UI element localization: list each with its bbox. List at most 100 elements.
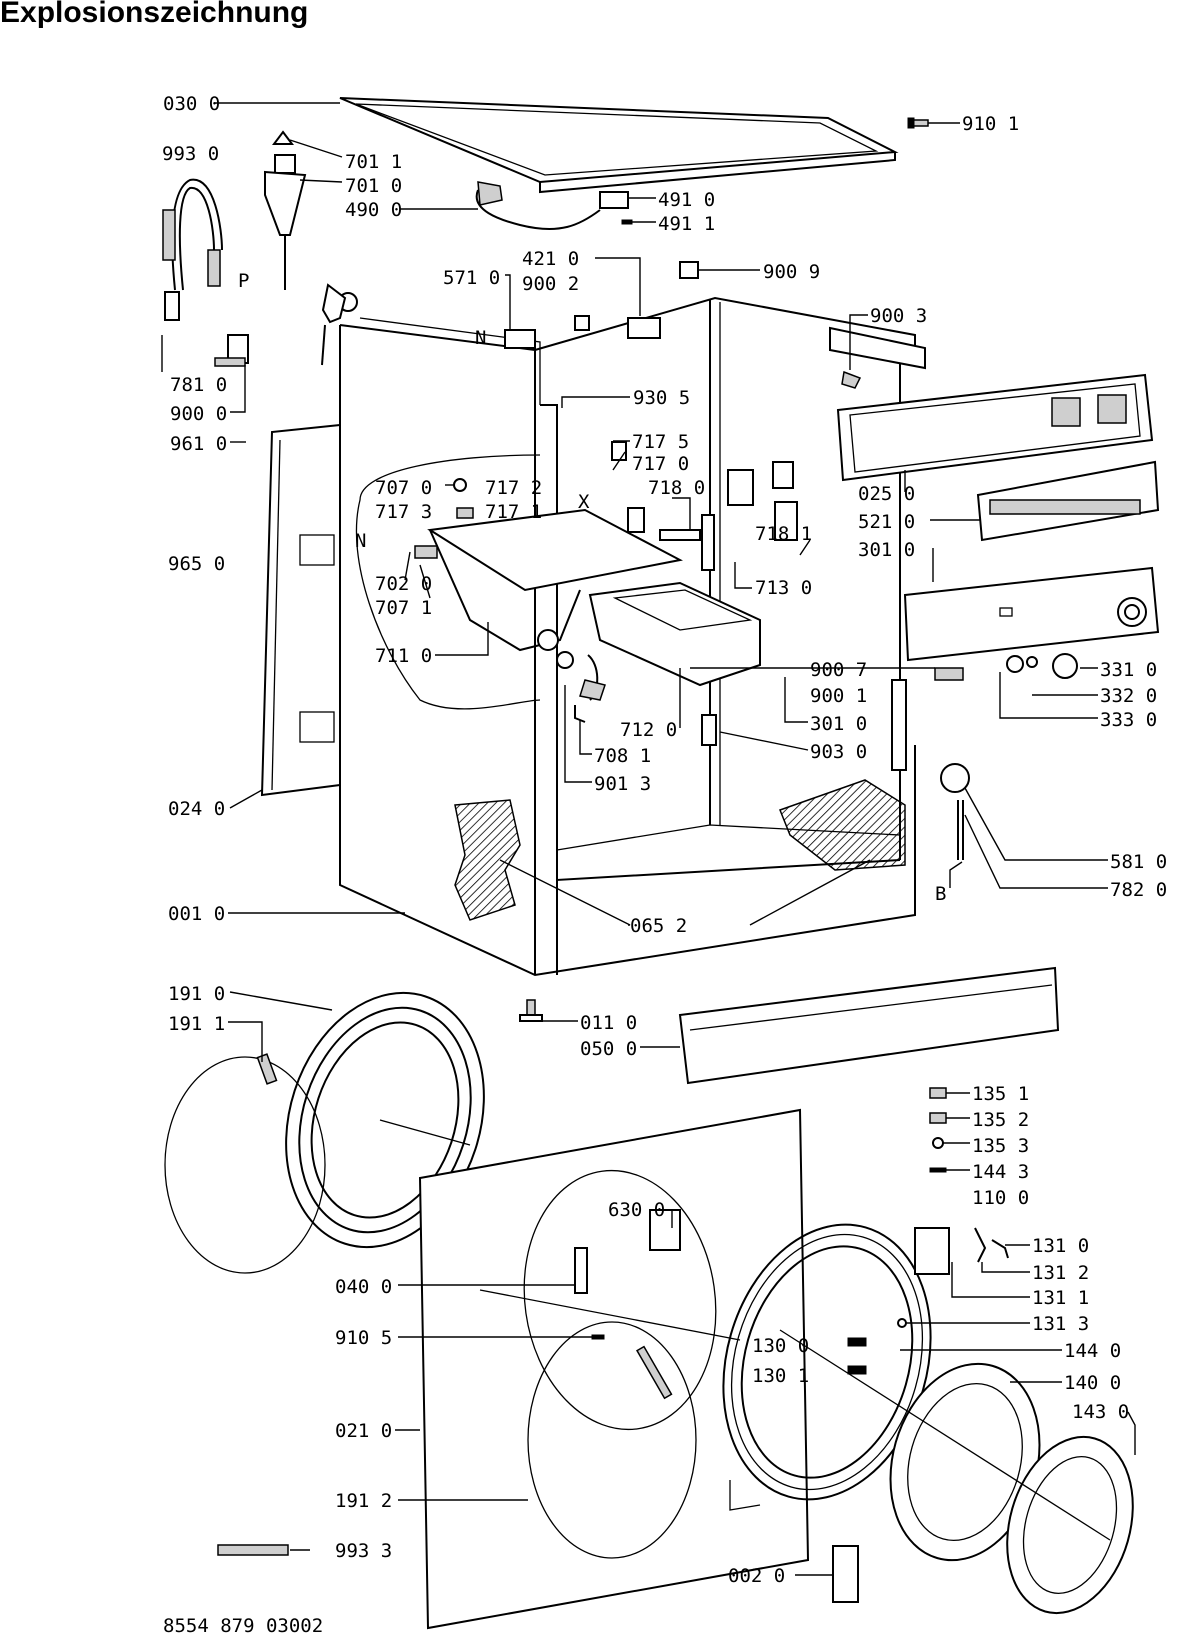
part-label-717-3: 717 3 [375, 501, 432, 523]
marker-p: P [238, 270, 249, 292]
part-label-331-0: 331 0 [1100, 659, 1157, 681]
drawing-door-ring [722, 1223, 932, 1501]
drawing-control-pcb [836, 373, 1160, 542]
marker-n-top: N [475, 327, 486, 349]
part-label-910-5: 910 5 [335, 1327, 392, 1349]
drawing-insulation-mat [454, 779, 906, 921]
part-label-900-2: 900 2 [522, 273, 579, 295]
part-label-130-1: 130 1 [752, 1365, 809, 1387]
marker-n-left: N [355, 530, 366, 552]
page-title: Explosionszeichnung [0, 0, 309, 29]
part-label-050-0: 050 0 [580, 1038, 637, 1060]
part-label-718-1: 718 1 [755, 523, 812, 545]
part-label-491-0: 491 0 [658, 189, 715, 211]
part-label-965-0: 965 0 [168, 553, 225, 575]
drawing-power-cord [475, 181, 633, 231]
part-label-143-0: 143 0 [1072, 1401, 1129, 1423]
drawing-bellows [574, 654, 606, 723]
drawing-switches [611, 441, 907, 771]
part-label-002-0: 002 0 [728, 1565, 785, 1587]
drawing-knob-parts [934, 653, 1078, 681]
part-label-712-0: 712 0 [620, 719, 677, 741]
drawing-toe-board [678, 966, 1060, 1085]
marker-labels: P N N X B [238, 270, 946, 905]
part-label-021-0: 021 0 [335, 1420, 392, 1442]
drawing-inlet-hose-701 [264, 130, 307, 290]
document-number: 8554 879 03002 [163, 1615, 323, 1637]
part-label-713-0: 713 0 [755, 577, 812, 599]
drawing-door-gasket [164, 991, 485, 1274]
part-label-900-3: 900 3 [870, 305, 927, 327]
part-label-140-0: 140 0 [1064, 1372, 1121, 1394]
part-label-332-0: 332 0 [1100, 685, 1157, 707]
part-label-717-5: 717 5 [632, 431, 689, 453]
part-label-191-2: 191 2 [335, 1490, 392, 1512]
part-label-011-0: 011 0 [580, 1012, 637, 1034]
drawing-pressure-switch [940, 763, 970, 860]
part-label-717-2: 717 2 [485, 477, 542, 499]
part-label-421-0: 421 0 [522, 248, 579, 270]
part-label-110-0: 110 0 [972, 1187, 1029, 1209]
part-label-711-0: 711 0 [375, 645, 432, 667]
drawing-small-fasteners [929, 1087, 947, 1173]
drawing-cabinet-rails [701, 326, 926, 746]
part-label-024-0: 024 0 [168, 798, 225, 820]
marker-b: B [935, 883, 946, 905]
part-label-930-5: 930 5 [633, 387, 690, 409]
part-label-301-0b: 301 0 [810, 713, 867, 735]
part-label-040-0: 040 0 [335, 1276, 392, 1298]
drawing-door-glass [779, 1329, 1134, 1615]
part-label-135-1: 135 1 [972, 1083, 1029, 1105]
part-label-901-3: 901 3 [594, 773, 651, 795]
part-label-701-1: 701 1 [345, 151, 402, 173]
part-label-131-0: 131 0 [1032, 1235, 1089, 1257]
drawing-back-panel [260, 424, 341, 797]
part-label-025-0: 025 0 [858, 483, 915, 505]
drawing-front-panel-021 [418, 1108, 810, 1630]
drawing-foot-011 [519, 999, 543, 1022]
part-label-135-3: 135 3 [972, 1135, 1029, 1157]
part-label-131-2: 131 2 [1032, 1262, 1089, 1284]
part-label-718-0: 718 0 [648, 477, 705, 499]
part-label-961-0: 961 0 [170, 433, 227, 455]
part-label-900-1: 900 1 [810, 685, 867, 707]
part-label-581-0: 581 0 [1110, 851, 1167, 873]
drawing-top-components [504, 315, 862, 389]
part-label-144-0: 144 0 [1064, 1340, 1121, 1362]
drawing-spring-191-1 [256, 1053, 278, 1085]
part-label-782-0: 782 0 [1110, 879, 1167, 901]
part-label-900-9: 900 9 [763, 261, 820, 283]
part-label-130-0: 130 0 [752, 1335, 809, 1357]
part-label-708-1: 708 1 [594, 745, 651, 767]
part-label-144-3: 144 3 [972, 1161, 1029, 1183]
part-label-993-0: 993 0 [162, 143, 219, 165]
part-label-717-0: 717 0 [632, 453, 689, 475]
drawing-front-panel [903, 566, 1160, 662]
part-label-900-7: 900 7 [810, 659, 867, 681]
part-label-781-0: 781 0 [170, 374, 227, 396]
part-label-333-0: 333 0 [1100, 709, 1157, 731]
part-label-030-0: 030 0 [163, 93, 220, 115]
part-label-521-0: 521 0 [858, 511, 915, 533]
part-label-065-2: 065 2 [630, 915, 687, 937]
part-label-701-0: 701 0 [345, 175, 402, 197]
part-label-702-0: 702 0 [375, 573, 432, 595]
part-label-707-1: 707 1 [375, 597, 432, 619]
drawing-top-cover [339, 97, 899, 194]
part-label-910-1: 910 1 [962, 113, 1019, 135]
part-label-717-1: 717 1 [485, 501, 542, 523]
part-label-131-3: 131 3 [1032, 1313, 1089, 1335]
marker-x: X [578, 491, 590, 513]
part-label-001-0: 001 0 [168, 903, 225, 925]
drawing-screw-910-1 [907, 117, 929, 129]
part-label-491-1: 491 1 [658, 213, 715, 235]
part-label-191-0: 191 0 [168, 983, 225, 1005]
part-label-707-0: 707 0 [375, 477, 432, 499]
part-label-900-0: 900 0 [170, 403, 227, 425]
drawing-inlet-valve-elbow [321, 283, 358, 366]
part-label-490-0: 490 0 [345, 199, 402, 221]
part-label-571-0: 571 0 [443, 267, 500, 289]
part-number-labels: 030 0 910 1 993 0 701 1 701 0 490 0 491 … [162, 93, 1167, 1587]
drawing-hoses [162, 178, 249, 367]
